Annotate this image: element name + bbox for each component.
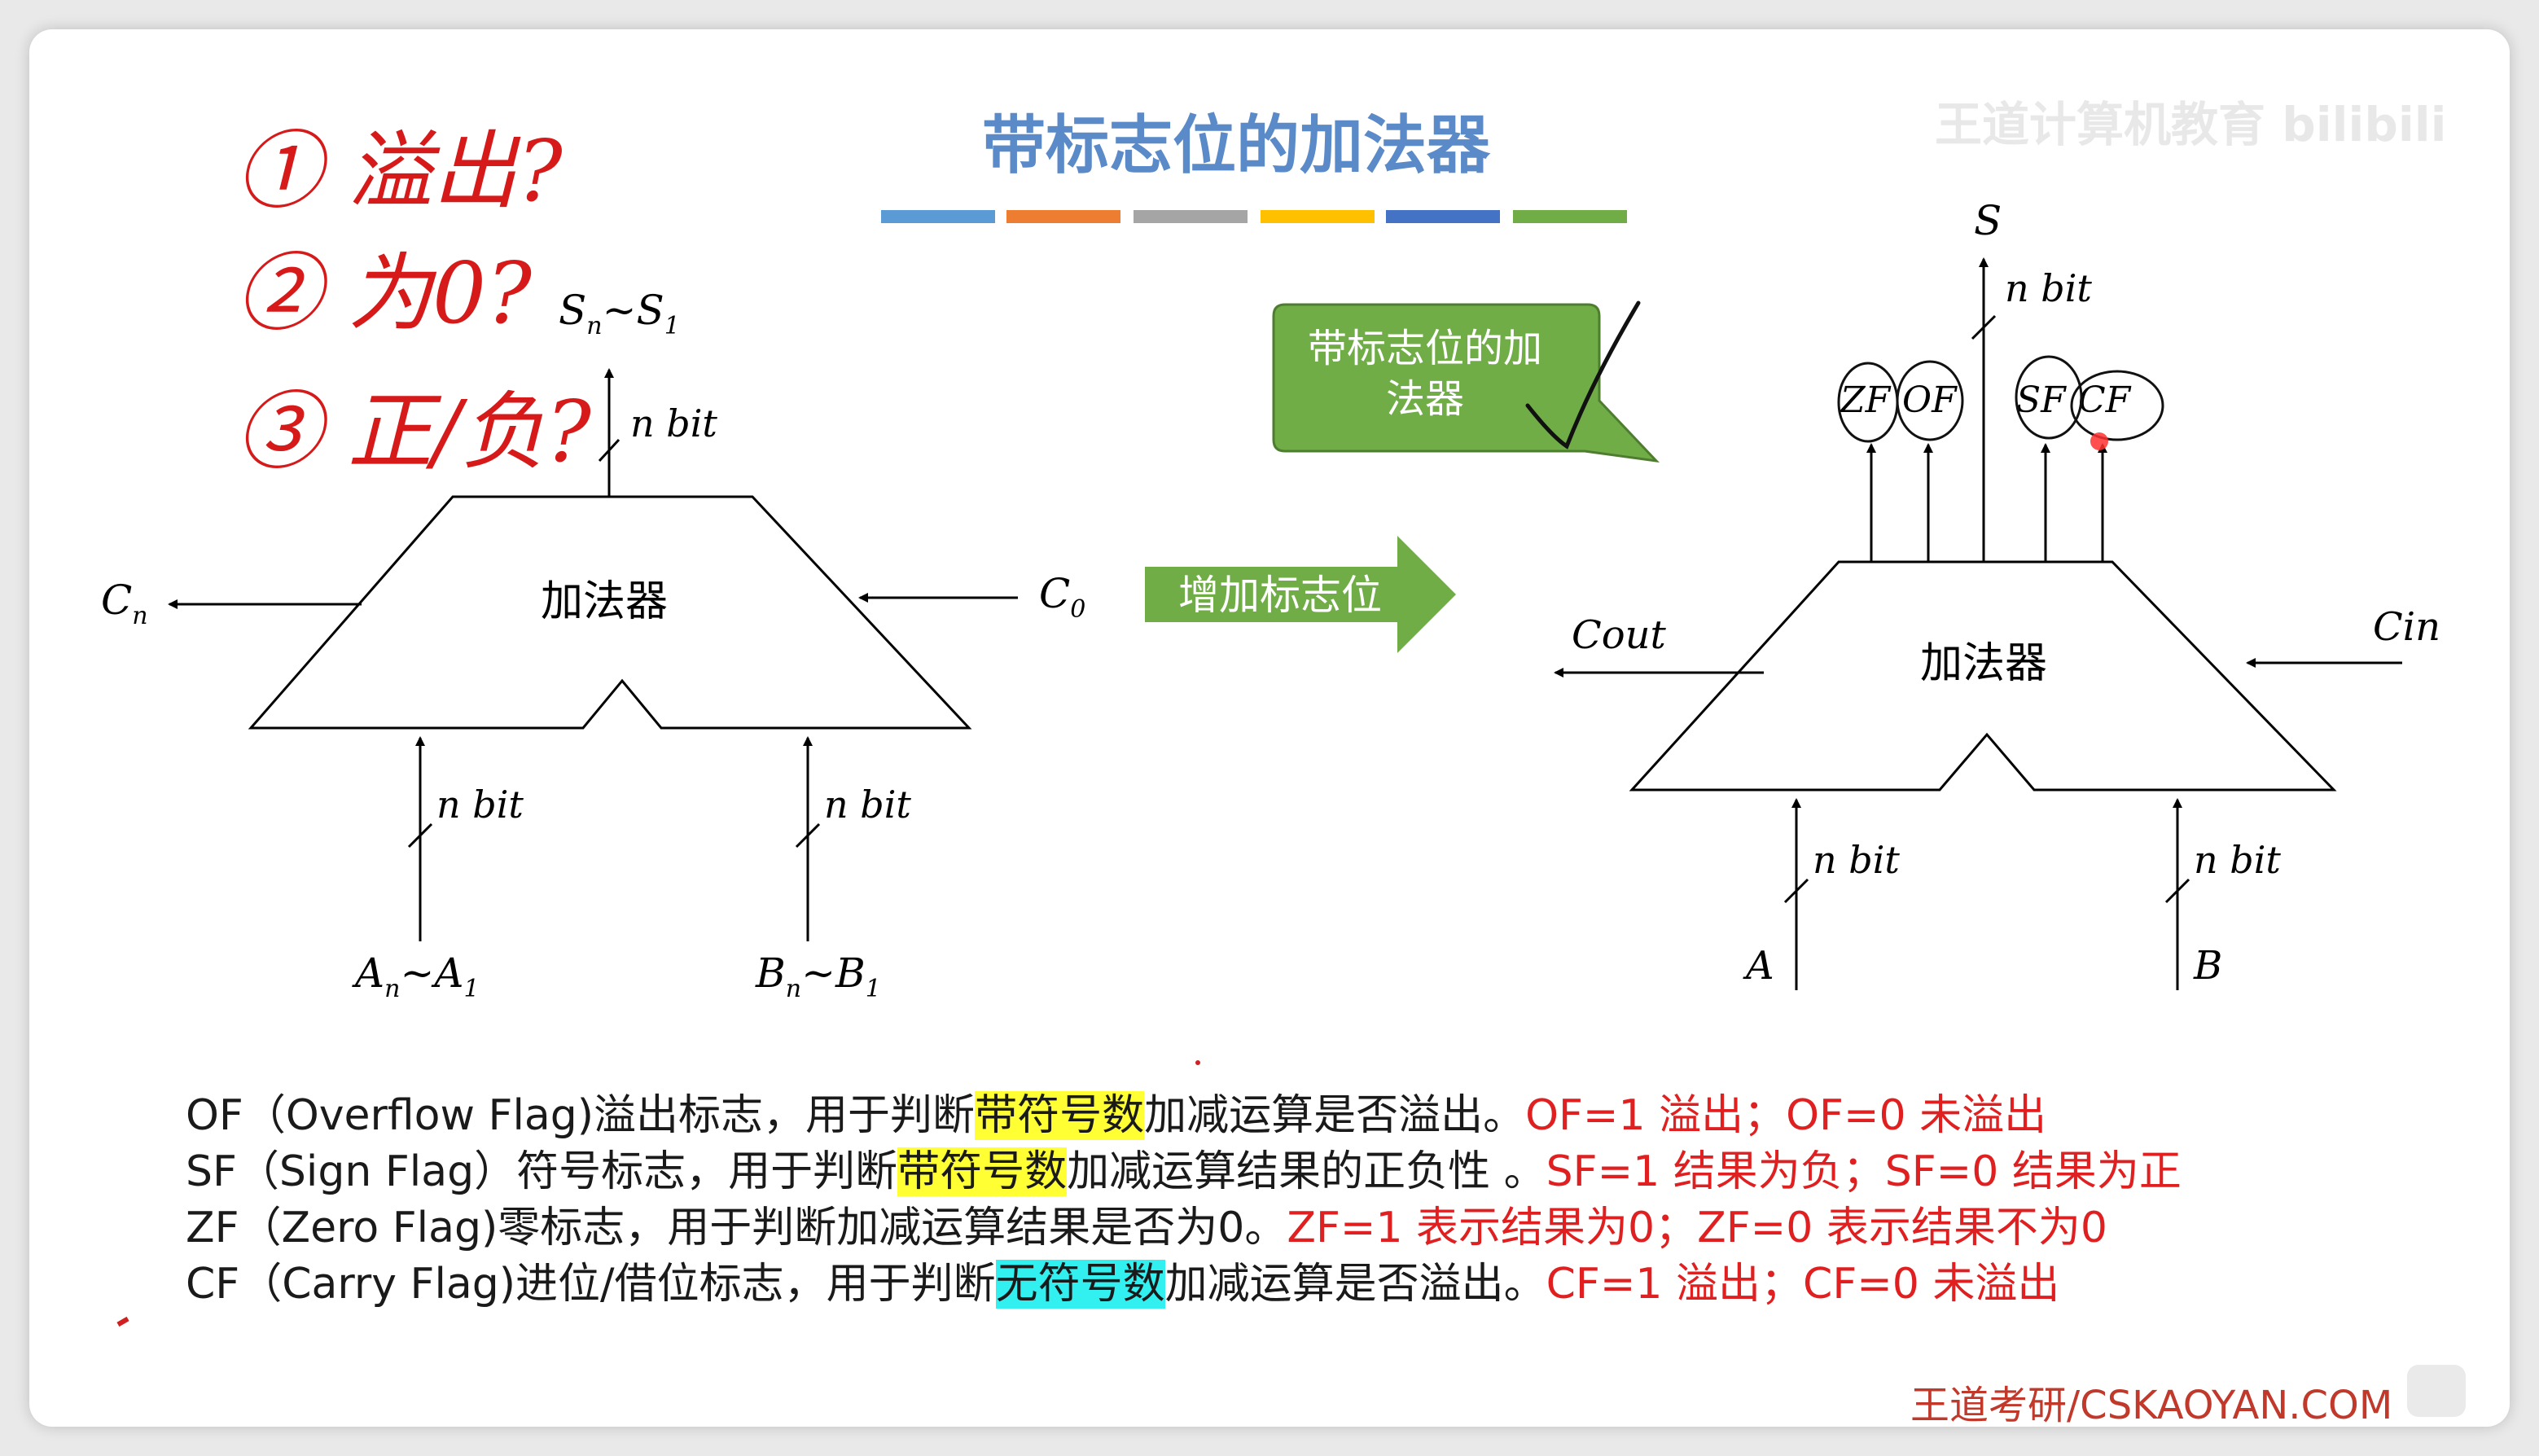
- flag-circles: [1837, 355, 2164, 443]
- slide: 带标志位的加法器 王道计算机教育 bilibili ① 溢出? ② 为0? ③ …: [29, 29, 2510, 1427]
- left-output-label: Sn~S1: [559, 287, 680, 340]
- left-in-a-label: An~A1: [352, 949, 480, 1003]
- cursor-dot: [2090, 432, 2108, 450]
- color-bar-2: [1006, 210, 1120, 223]
- note-of: OF（Overflow Flag)溢出标志，用于判断带符号数加减运算是否溢出。O…: [186, 1091, 2047, 1140]
- right-in-b-label: B: [2193, 943, 2222, 989]
- left-in-a-bits: n bit: [436, 783, 524, 827]
- handwritten-q3: ③ 正/负?: [236, 382, 592, 481]
- stray-mark: [116, 1316, 129, 1327]
- flag-of: OF: [1902, 379, 1958, 421]
- right-in-a-bits: n bit: [1813, 838, 1900, 882]
- watermark: 王道计算机教育 bilibili: [1935, 97, 2447, 152]
- color-bar-6: [1513, 210, 1627, 223]
- stray-dot: [1195, 1060, 1200, 1065]
- right-in-a-label: A: [1743, 943, 1774, 989]
- left-adder-label: 加法器: [541, 577, 668, 626]
- flag-notes: OF（Overflow Flag)溢出标志，用于判断带符号数加减运算是否溢出。O…: [186, 1088, 2182, 1313]
- left-adder: 加法器 n bit Sn~S1 Cn C0 n bit An~A1 n bit …: [101, 287, 1085, 1003]
- color-bar-5: [1386, 210, 1500, 223]
- color-bar-3: [1134, 210, 1248, 223]
- callout-bubble: 带标志位的加 法器: [1272, 300, 1660, 463]
- callout-line2: 法器: [1386, 376, 1464, 422]
- left-in-b-label: Bn~B1: [755, 949, 881, 1003]
- note-zf: ZF（Zero Flag)零标志，用于判断加减运算结果是否为0。ZF=1 表示结…: [186, 1204, 2107, 1252]
- footer-brand: 王道考研/CSKAOYAN.COM: [1910, 1383, 2393, 1427]
- note-cf: CF（Carry Flag)进位/借位标志，用于判断无符号数加减运算是否溢出。C…: [186, 1260, 2060, 1309]
- left-carry-out-label: Cn: [101, 577, 148, 630]
- callout-line1: 带标志位的加: [1308, 326, 1542, 371]
- right-in-b-bits: n bit: [2194, 838, 2281, 882]
- right-carry-out-label: Cout: [1572, 612, 1667, 658]
- left-carry-in-label: C0: [1039, 570, 1085, 624]
- add-flags-label: 增加标志位: [1178, 572, 1382, 619]
- color-bar-1: [881, 210, 995, 223]
- play-icon[interactable]: [2407, 1365, 2466, 1417]
- note-sf: SF（Sign Flag）符号标志，用于判断带符号数加减运算结果的正负性 。SF…: [186, 1147, 2182, 1196]
- flag-zf: ZF: [1839, 379, 1892, 421]
- left-in-b-bits: n bit: [824, 783, 911, 827]
- right-adder-body: [1629, 560, 2337, 792]
- right-out-bits: n bit: [2005, 266, 2092, 310]
- right-adder: 加法器 n bit S ZF OF SF CF: [1554, 197, 2440, 990]
- right-output-label: S: [1974, 197, 2002, 244]
- color-bar-4: [1261, 210, 1375, 223]
- adder-diagram: ① 溢出? ② 为0? ③ 正/负? 加法器 n bit Sn~S1 Cn C0…: [101, 121, 2440, 1003]
- flag-cf: CF: [2078, 379, 2132, 421]
- right-carry-in-label: Cin: [2373, 604, 2440, 650]
- right-adder-label: 加法器: [1920, 639, 2047, 688]
- check-mark-icon: [1525, 300, 1641, 450]
- left-out-bits: n bit: [630, 401, 717, 445]
- handwritten-questions: ① 溢出? ② 为0? ③ 正/负?: [236, 121, 592, 481]
- handwritten-q1: ① 溢出?: [236, 121, 563, 221]
- add-flags-arrow: 增加标志位: [1145, 536, 1456, 653]
- left-adder-body: [248, 495, 972, 730]
- flag-sf: SF: [2016, 379, 2067, 421]
- handwritten-q2: ② 为0?: [236, 243, 533, 343]
